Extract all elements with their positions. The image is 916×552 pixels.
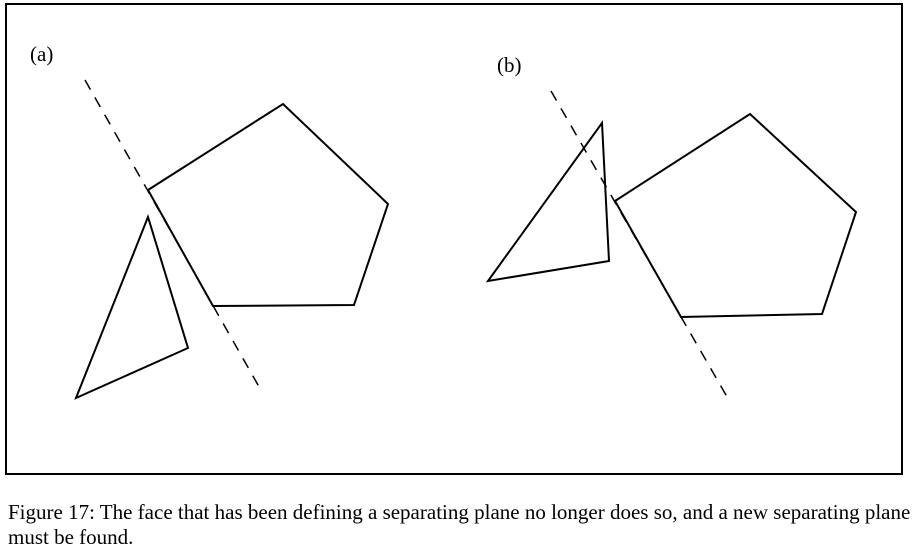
panel-b-pentagon (613, 112, 858, 319)
diagram-canvas: (a) (b) (30, 42, 858, 403)
figure-caption: Figure 17: The face that has been defini… (8, 500, 911, 549)
panel-a-pentagon (146, 102, 390, 308)
figure-frame (5, 3, 903, 475)
panel-b-triangle (485, 120, 611, 283)
panel-a-triangle (74, 213, 190, 400)
panel-b: (b) (485, 53, 858, 403)
panel-a: (a) (30, 42, 390, 400)
panel-b-label: (b) (497, 53, 522, 77)
panel-a-label: (a) (30, 42, 53, 66)
